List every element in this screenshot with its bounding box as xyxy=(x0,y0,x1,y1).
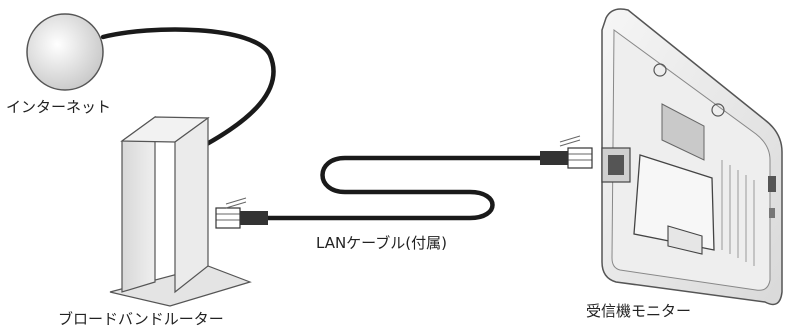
router-label: ブロードバンドルーター xyxy=(58,310,224,328)
internet-label: インターネット xyxy=(6,98,112,116)
internet-cable xyxy=(100,27,276,148)
router-icon xyxy=(109,115,252,307)
globe-icon xyxy=(26,13,104,91)
lan-cable-label: LANケーブル(付属) xyxy=(316,234,447,252)
monitor-icon xyxy=(601,8,783,306)
monitor-label: 受信機モニター xyxy=(586,302,692,320)
lan-cable-icon xyxy=(215,135,593,229)
